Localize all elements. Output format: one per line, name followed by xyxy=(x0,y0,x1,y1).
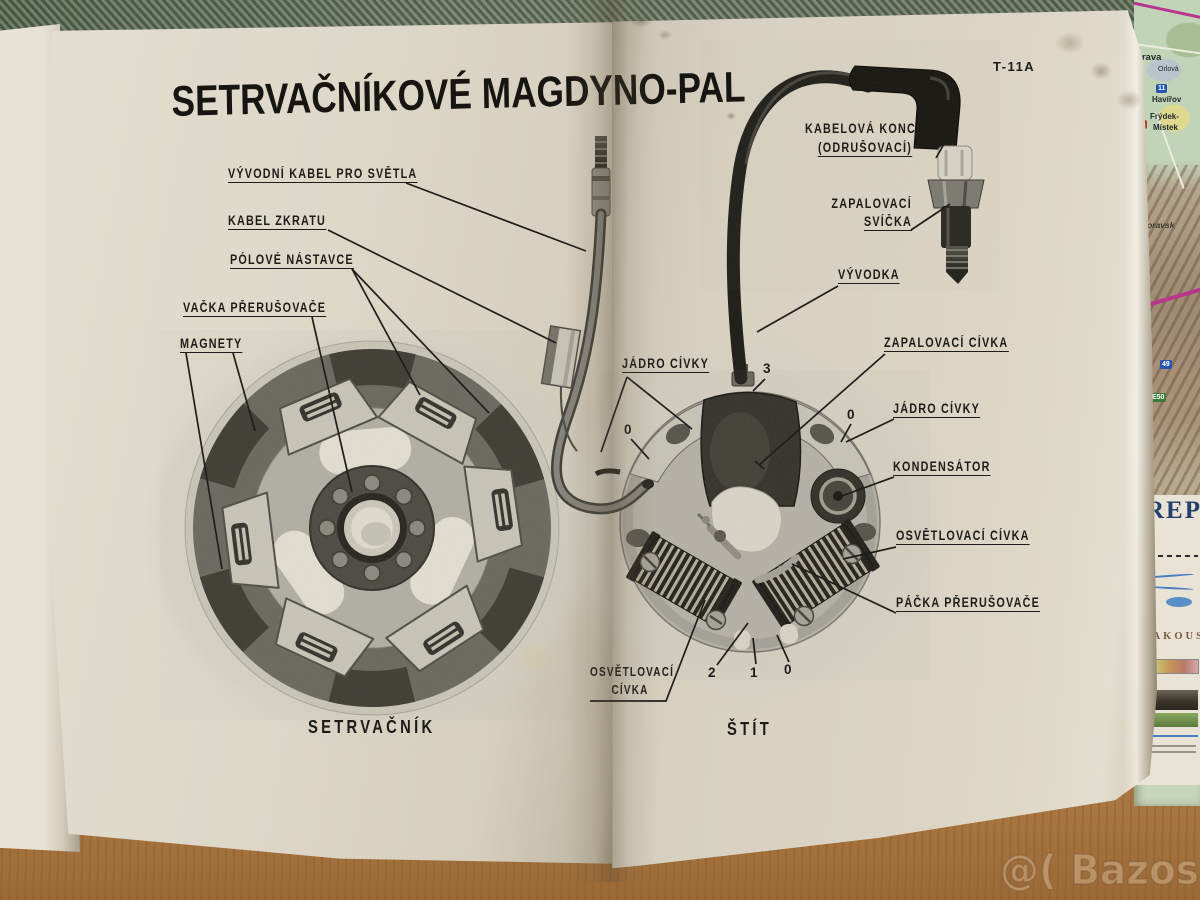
road-shield: 49 xyxy=(1160,360,1172,369)
map-legend-title: REPU xyxy=(1146,497,1200,524)
map-town: Místek xyxy=(1153,123,1178,132)
map-town: Orlová xyxy=(1158,66,1179,73)
road-shield: 11 xyxy=(1156,84,1168,93)
map-legend-country: RAKOUS xyxy=(1142,631,1200,642)
map-region: Moravsk xyxy=(1140,220,1175,230)
book-left-page xyxy=(48,22,613,864)
watermark: @( Bazos.cz xyxy=(999,845,1200,895)
map-legend-text-row xyxy=(1140,751,1196,753)
map-legend-line xyxy=(1140,735,1198,737)
map-legend-photo xyxy=(1142,713,1198,727)
book-right-page xyxy=(612,10,1157,869)
map-legend-lake xyxy=(1166,597,1192,607)
map-town: Havířov xyxy=(1152,95,1182,104)
map-legend-text-row xyxy=(1140,745,1196,747)
map-town: Frýdek- xyxy=(1150,112,1179,121)
map-legend-border-symbol xyxy=(1140,555,1198,557)
road-shield: E50 xyxy=(1150,393,1167,402)
map-town: Ostrava xyxy=(1134,52,1162,63)
